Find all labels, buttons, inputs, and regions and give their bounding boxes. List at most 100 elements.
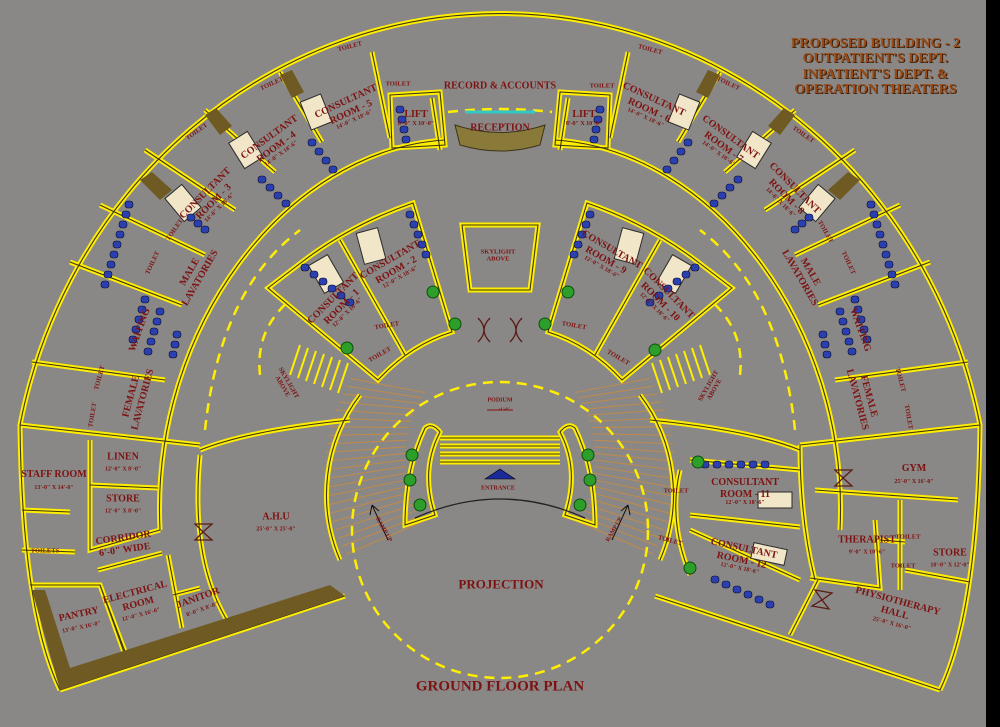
plant-icon bbox=[448, 317, 462, 331]
seat bbox=[818, 330, 828, 339]
stair-tread bbox=[297, 347, 309, 379]
seat bbox=[193, 219, 203, 228]
timber-slat bbox=[346, 521, 422, 555]
seat bbox=[109, 250, 119, 259]
timber-slat bbox=[593, 439, 674, 445]
seat bbox=[327, 284, 337, 293]
timber-slat bbox=[594, 446, 675, 454]
seat bbox=[822, 350, 832, 359]
seat bbox=[170, 340, 180, 349]
seat bbox=[124, 200, 134, 209]
plant-icon bbox=[340, 341, 354, 355]
seat bbox=[345, 298, 355, 307]
seat bbox=[862, 335, 872, 344]
stair-tread bbox=[667, 356, 679, 388]
plant-icon bbox=[648, 343, 662, 357]
timber-slat bbox=[592, 485, 672, 506]
seat bbox=[835, 307, 845, 316]
title-line: INPATIENT'S DEPT. & bbox=[802, 66, 949, 82]
timber-slat bbox=[325, 452, 406, 462]
label-toilet: TOILET bbox=[663, 487, 689, 495]
examination-beds bbox=[164, 93, 836, 566]
seat bbox=[186, 213, 196, 222]
timber-slat bbox=[326, 439, 407, 445]
seat bbox=[645, 298, 655, 307]
seat bbox=[838, 317, 848, 326]
seat bbox=[710, 575, 720, 584]
seat bbox=[131, 325, 141, 334]
timber-slat bbox=[593, 479, 674, 497]
timber-slat bbox=[328, 433, 408, 436]
seat bbox=[869, 210, 879, 219]
title-block: PROPOSED BUILDING - 2 OUTPATIENT'S DEPT.… bbox=[791, 36, 960, 98]
timber-strips bbox=[32, 70, 860, 690]
entrance-arrow-icon bbox=[484, 468, 516, 480]
timber-slat bbox=[324, 459, 406, 471]
plant-icon bbox=[405, 448, 419, 462]
seat bbox=[881, 250, 891, 259]
seat bbox=[866, 200, 876, 209]
plant-icon bbox=[581, 448, 595, 462]
seat bbox=[106, 260, 116, 269]
seat bbox=[709, 199, 719, 208]
label-toilets: TOILETS bbox=[30, 547, 60, 555]
seat bbox=[820, 340, 830, 349]
label-entrance: ENTRANCE bbox=[481, 485, 515, 492]
seat bbox=[681, 270, 691, 279]
timber-slat bbox=[332, 498, 412, 523]
seat bbox=[804, 213, 814, 222]
seat bbox=[724, 460, 734, 469]
seat bbox=[421, 250, 431, 259]
seat bbox=[733, 175, 743, 184]
seat bbox=[884, 260, 894, 269]
label-podium-level: +1'-0" bbox=[497, 406, 511, 412]
double-doors bbox=[193, 317, 854, 610]
seat bbox=[654, 291, 664, 300]
seat bbox=[128, 335, 138, 344]
seat bbox=[417, 240, 427, 249]
plant-icon bbox=[683, 561, 697, 575]
seat bbox=[765, 600, 775, 609]
seat bbox=[321, 156, 331, 165]
stair-tread bbox=[651, 362, 663, 394]
stair-tread bbox=[305, 350, 317, 382]
plant-icon bbox=[426, 285, 440, 299]
seat bbox=[844, 337, 854, 346]
label-toilet: TOILET bbox=[589, 82, 615, 90]
seat bbox=[118, 220, 128, 229]
seat bbox=[748, 460, 758, 469]
seat bbox=[146, 337, 156, 346]
seat bbox=[856, 315, 866, 324]
plant-icon bbox=[561, 285, 575, 299]
reception-desk bbox=[454, 124, 546, 152]
plant-icon bbox=[573, 498, 587, 512]
seat bbox=[399, 125, 409, 134]
seat bbox=[143, 347, 153, 356]
seat bbox=[732, 585, 742, 594]
stair-tread bbox=[691, 347, 703, 379]
seat bbox=[100, 280, 110, 289]
seat bbox=[573, 240, 583, 249]
label-toilet: TOILET bbox=[890, 562, 916, 570]
seat bbox=[875, 230, 885, 239]
seat bbox=[754, 595, 764, 604]
label-toilet: TOILET bbox=[895, 533, 921, 541]
plant-icon bbox=[538, 317, 552, 331]
seat bbox=[797, 219, 807, 228]
timber-slat bbox=[586, 504, 665, 531]
timber-slat bbox=[578, 385, 654, 399]
seat bbox=[314, 147, 324, 156]
seat bbox=[853, 305, 863, 314]
seat bbox=[257, 175, 267, 184]
seat bbox=[712, 460, 722, 469]
seat bbox=[168, 350, 178, 359]
dashed-outlines bbox=[203, 107, 797, 680]
timber-slat bbox=[325, 472, 406, 488]
